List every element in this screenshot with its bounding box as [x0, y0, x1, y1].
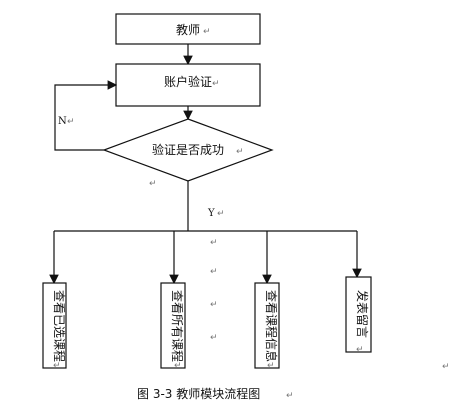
view-all-courses-label: 查看所有课程 — [170, 290, 185, 362]
paragraph-mark: ↵ — [286, 391, 294, 401]
paragraph-mark: ↵ — [149, 179, 157, 189]
teacher-box — [115, 13, 261, 45]
figure-caption: 图 3-3 教师模块流程图 — [137, 386, 260, 401]
no-loop-back-connector — [54, 80, 118, 151]
paragraph-mark: ↵ — [442, 362, 450, 372]
post-message-label: 发表留言 — [355, 290, 370, 338]
account-verification-box — [115, 63, 261, 107]
paragraph-mark: ↵ — [210, 267, 218, 277]
paragraph-mark: ↵ — [267, 361, 275, 371]
paragraph-mark: ↵ — [210, 333, 218, 343]
no-branch-label: N — [58, 116, 67, 127]
teacher-label: 教师 — [176, 22, 200, 37]
view-course-info-box — [254, 282, 280, 369]
paragraph-mark: ↵ — [67, 117, 75, 127]
paragraph-mark: ↵ — [203, 27, 211, 37]
paragraph-mark: ↵ — [174, 361, 182, 371]
view-selected-courses-label: 查看已选课程 — [52, 290, 67, 362]
paragraph-mark: ↵ — [356, 345, 364, 355]
yes-branch-label: Y — [207, 208, 215, 219]
view-course-info-label: 查看课程信息 — [264, 290, 279, 362]
paragraph-mark: ↵ — [217, 209, 225, 219]
paragraph-mark: ↵ — [53, 361, 61, 371]
paragraph-mark: ↵ — [210, 300, 218, 310]
paragraph-mark: ↵ — [236, 147, 244, 157]
paragraph-mark: ↵ — [210, 238, 218, 248]
view-all-courses-box — [160, 282, 186, 369]
account-verification-label: 账户验证 — [164, 74, 212, 89]
view-selected-courses-box — [42, 282, 67, 369]
paragraph-mark: ↵ — [212, 79, 220, 89]
verify-success-label: 验证是否成功 — [152, 142, 224, 157]
post-message-box — [345, 276, 372, 353]
